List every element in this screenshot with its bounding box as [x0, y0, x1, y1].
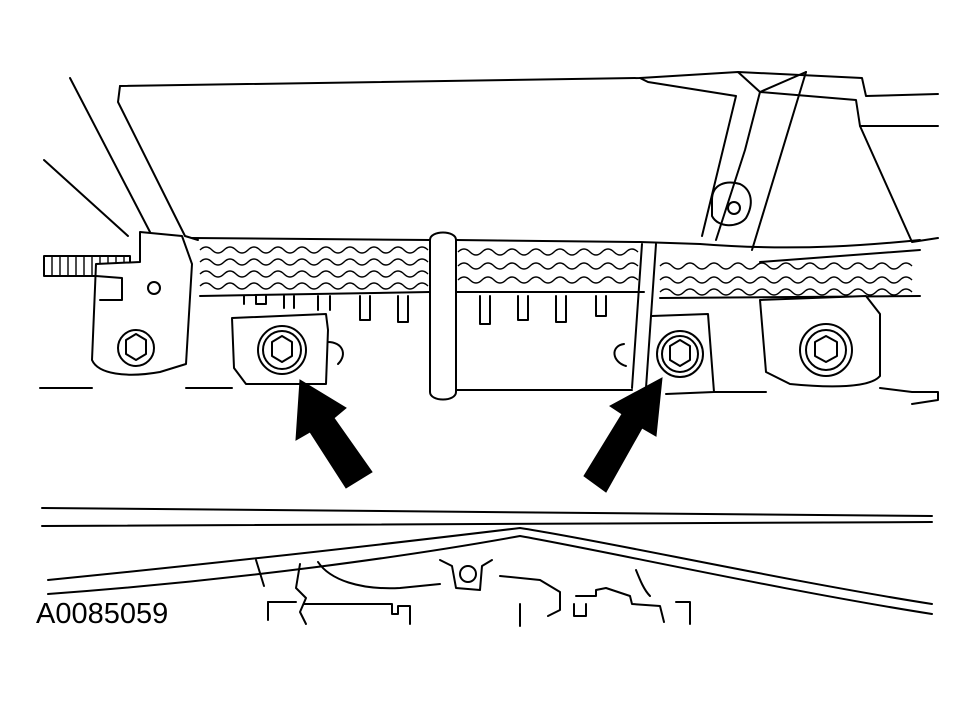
right-center-bolt — [613, 313, 715, 395]
upper-right-boss — [711, 181, 752, 227]
figure-id-label: A0085059 — [36, 598, 169, 630]
left-bracket — [91, 231, 193, 376]
right-arrow-pointing-at-bolt — [583, 377, 663, 493]
mid-body-lines — [39, 387, 939, 405]
left-arrow-pointing-at-bolt — [295, 379, 373, 489]
center-vertical-post — [429, 231, 457, 401]
left-center-bolt — [231, 313, 344, 385]
lower-components — [255, 559, 691, 627]
connector-pins — [243, 295, 607, 325]
lower-frame-rails — [41, 507, 933, 615]
wire-loom — [191, 237, 921, 299]
upper-housing — [43, 71, 939, 251]
right-bracket — [759, 295, 881, 388]
